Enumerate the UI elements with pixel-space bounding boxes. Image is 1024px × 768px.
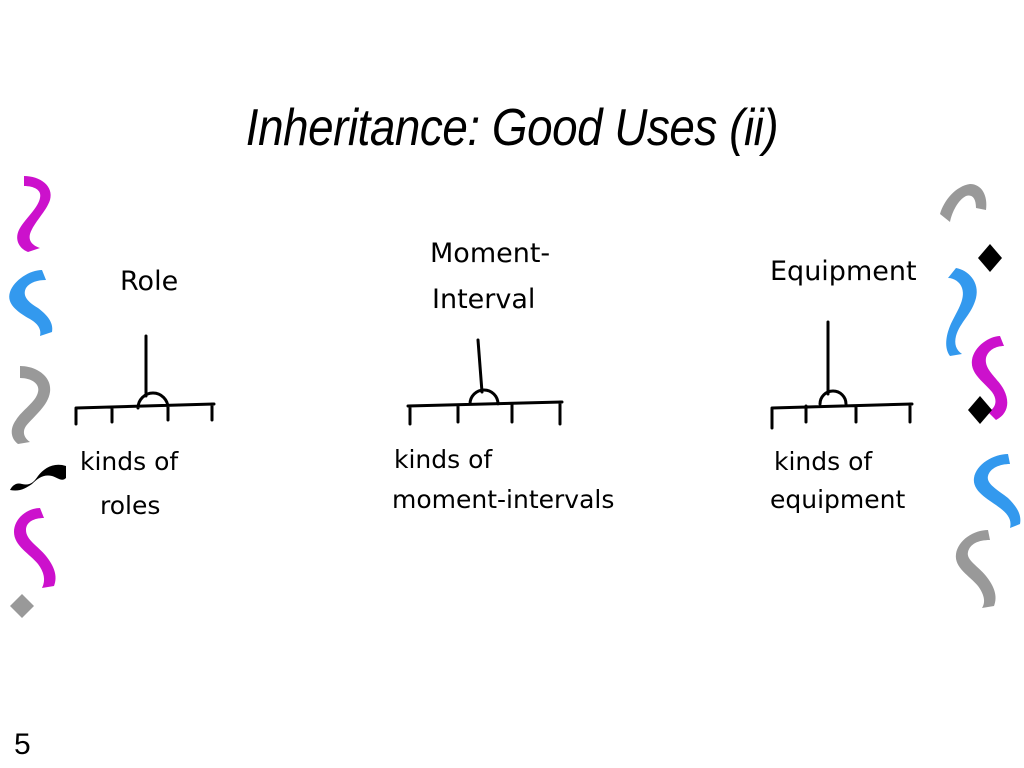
superclass-label-moment-line1: Moment- bbox=[430, 238, 550, 269]
subclass-label-line2: roles bbox=[100, 491, 160, 520]
subclass-label-line2: equipment bbox=[770, 485, 905, 514]
left-diamond-gray-icon bbox=[10, 594, 34, 618]
superclass-label-moment-line2: Interval bbox=[432, 284, 535, 315]
right-squiggle-blue-2 bbox=[973, 454, 1021, 528]
diagram-group-equipment: Equipment kinds of equipment bbox=[770, 256, 917, 514]
inheritance-connector bbox=[74, 334, 216, 426]
diagram-group-role: Role kinds of roles bbox=[74, 266, 216, 520]
slide-title: Inheritance: Good Uses (ii) bbox=[245, 99, 779, 157]
right-squiggle-magenta-1 bbox=[971, 336, 1008, 420]
right-diamond-black-icon-1 bbox=[978, 244, 1002, 272]
subclass-label-line2: moment-intervals bbox=[392, 485, 614, 514]
left-squiggle-blue-1 bbox=[9, 270, 53, 336]
right-squiggle-gray-1 bbox=[940, 184, 987, 222]
superclass-label-role: Role bbox=[120, 266, 178, 297]
inheritance-connector bbox=[770, 320, 914, 430]
left-squiggle-gray-1 bbox=[11, 366, 51, 444]
subclass-label-line1: kinds of bbox=[774, 447, 873, 476]
left-squiggle-magenta-1 bbox=[17, 176, 51, 252]
superclass-label-equipment: Equipment bbox=[770, 256, 917, 287]
right-squiggle-gray-2 bbox=[955, 530, 996, 608]
diagram-group-moment-interval: Moment- Interval kinds of moment-interva… bbox=[392, 238, 614, 514]
right-squiggle-blue-1 bbox=[946, 268, 977, 356]
left-squiggle-magenta-2 bbox=[14, 508, 56, 588]
left-curly-brace-icon bbox=[10, 464, 66, 491]
subclass-label-line1: kinds of bbox=[394, 445, 493, 474]
inheritance-connector bbox=[406, 338, 564, 426]
right-diamond-black-icon-2 bbox=[968, 396, 992, 424]
slide-number: 5 bbox=[14, 728, 31, 761]
subclass-label-line1: kinds of bbox=[80, 447, 179, 476]
